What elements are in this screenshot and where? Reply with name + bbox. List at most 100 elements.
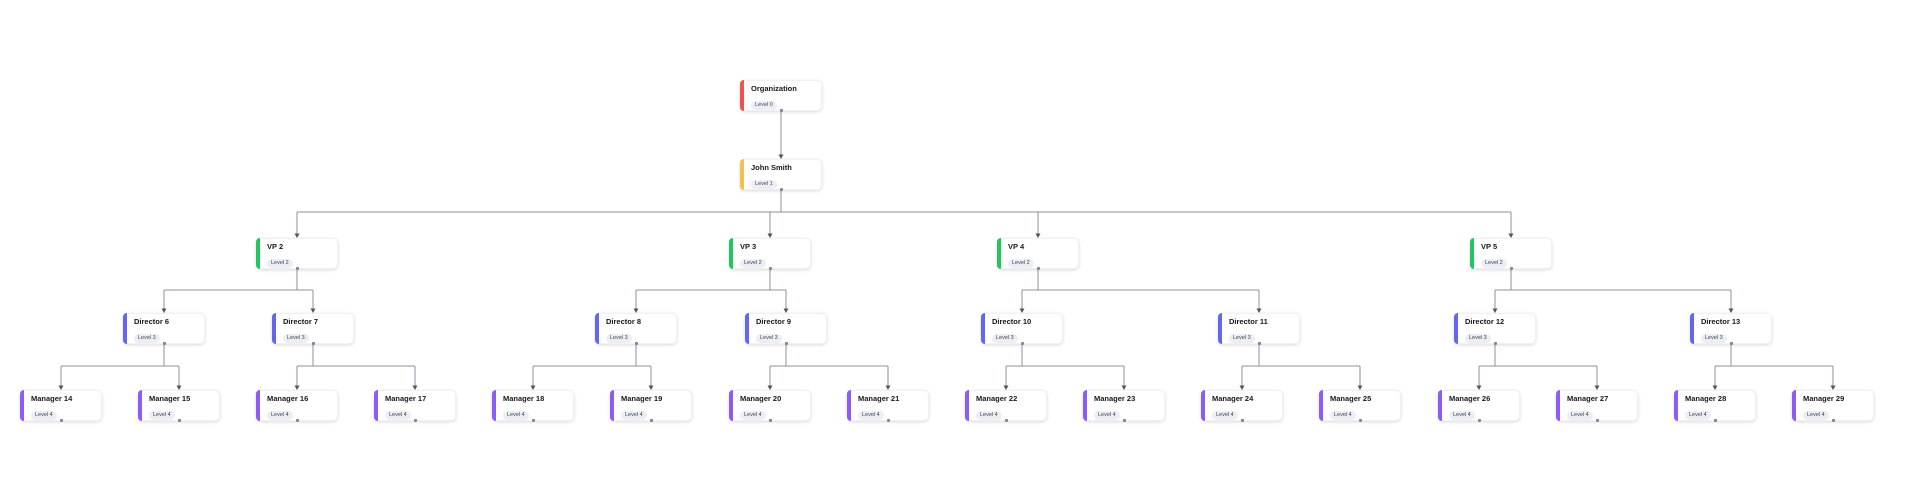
- connection-handle[interactable]: [162, 342, 166, 345]
- org-node-card[interactable]: Manager 22 Level 4: [965, 390, 1047, 422]
- node-title: Manager 28: [1685, 395, 1727, 403]
- level-badge: Level 4: [976, 411, 1002, 420]
- connection-handle[interactable]: [413, 419, 417, 422]
- connection-handle[interactable]: [295, 419, 299, 422]
- node-title: Director 7: [283, 318, 319, 326]
- connection-handle[interactable]: [531, 419, 535, 422]
- connection-handle[interactable]: [1831, 419, 1835, 422]
- level-badge: Level 3: [606, 334, 632, 343]
- edge-arrowhead-icon: [530, 385, 536, 390]
- level-badge: Level 4: [1567, 411, 1593, 420]
- level-badge: Level 4: [621, 411, 647, 420]
- connection-handle[interactable]: [634, 342, 638, 345]
- level-badge: Level 3: [283, 334, 309, 343]
- org-node-card[interactable]: Manager 28 Level 4: [1674, 390, 1756, 422]
- connection-handle[interactable]: [649, 419, 653, 422]
- org-node-card[interactable]: Manager 26 Level 4: [1438, 390, 1520, 422]
- level-badge: Level 4: [1449, 411, 1475, 420]
- connection-handle[interactable]: [1595, 419, 1599, 422]
- level-badge: Level 4: [1685, 411, 1711, 420]
- level-badge: Level 4: [1330, 411, 1356, 420]
- level-accent-bar: [256, 238, 260, 269]
- node-title: Organization: [751, 85, 797, 93]
- edge-arrowhead-icon: [767, 385, 773, 390]
- edge-arrowhead-icon: [1594, 385, 1600, 390]
- connection-handle[interactable]: [311, 342, 315, 345]
- level-accent-bar: [1470, 238, 1474, 269]
- level-badge: Level 3: [1229, 334, 1255, 343]
- edge-arrowhead-icon: [1476, 385, 1482, 390]
- connection-handle[interactable]: [768, 267, 772, 270]
- level-badge: Level 3: [1465, 334, 1491, 343]
- level-badge: Level 4: [1803, 411, 1829, 420]
- connection-handle[interactable]: [1020, 342, 1024, 345]
- level-accent-bar: [1083, 390, 1087, 421]
- edge-arrowhead-icon: [1728, 308, 1734, 313]
- node-title: VP 2: [267, 243, 284, 251]
- node-title: Director 9: [756, 318, 792, 326]
- edge-arrowhead-icon: [1035, 233, 1041, 238]
- connection-handle[interactable]: [1358, 419, 1362, 422]
- connection-handle[interactable]: [1036, 267, 1040, 270]
- edge-arrowhead-icon: [1712, 385, 1718, 390]
- level-badge: Level 2: [1008, 259, 1034, 268]
- connection-handle[interactable]: [1240, 419, 1244, 422]
- connection-handle[interactable]: [1257, 342, 1261, 345]
- edge-arrowhead-icon: [412, 385, 418, 390]
- connection-handle[interactable]: [1004, 419, 1008, 422]
- node-title: Manager 29: [1803, 395, 1845, 403]
- connection-handle[interactable]: [295, 267, 299, 270]
- edge-arrowhead-icon: [783, 308, 789, 313]
- node-title: Manager 26: [1449, 395, 1491, 403]
- edge-arrowhead-icon: [176, 385, 182, 390]
- edge-arrowhead-icon: [767, 233, 773, 238]
- level-badge: Level 4: [1212, 411, 1238, 420]
- connection-handle[interactable]: [177, 419, 181, 422]
- connection-handle[interactable]: [768, 419, 772, 422]
- level-accent-bar: [1690, 313, 1694, 344]
- connection-handle[interactable]: [886, 419, 890, 422]
- connection-handle[interactable]: [1493, 342, 1497, 345]
- level-badge: Level 2: [267, 259, 293, 268]
- org-node-card[interactable]: Director 7 Level 3: [272, 313, 354, 345]
- org-node-card[interactable]: VP 2 Level 2: [256, 238, 338, 270]
- edge-arrowhead-icon: [1492, 308, 1498, 313]
- level-badge: Level 4: [503, 411, 529, 420]
- org-node-card[interactable]: Manager 29 Level 4: [1792, 390, 1874, 422]
- connection-handle[interactable]: [1713, 419, 1717, 422]
- connection-handle[interactable]: [779, 188, 783, 191]
- node-title: Manager 19: [621, 395, 663, 403]
- connection-handle[interactable]: [1509, 267, 1513, 270]
- connection-handle[interactable]: [1477, 419, 1481, 422]
- node-title: Manager 22: [976, 395, 1018, 403]
- connection-handle[interactable]: [1122, 419, 1126, 422]
- connection-handle[interactable]: [779, 109, 783, 112]
- org-node-card[interactable]: Manager 19 Level 4: [610, 390, 692, 422]
- connection-handle[interactable]: [59, 419, 63, 422]
- connection-handle[interactable]: [784, 342, 788, 345]
- connection-handle[interactable]: [1729, 342, 1733, 345]
